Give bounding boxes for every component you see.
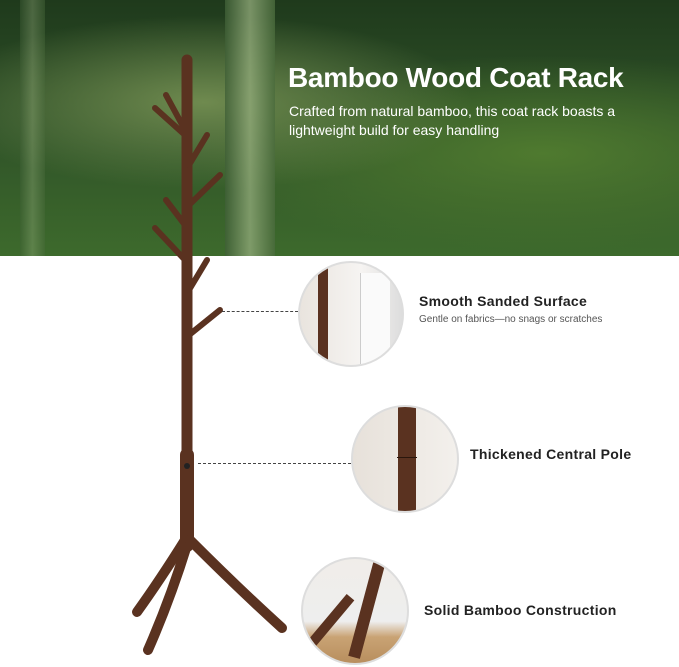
callout-line xyxy=(198,463,351,464)
bamboo-stalk xyxy=(20,0,45,256)
bamboo-stalk xyxy=(225,0,275,256)
feature-title: Solid Bamboo Construction xyxy=(424,602,617,618)
product-subtitle: Crafted from natural bamboo, this coat r… xyxy=(289,103,616,138)
feature-title: Thickened Central Pole xyxy=(470,446,632,462)
callout-line xyxy=(222,311,298,312)
detail-circle-surface xyxy=(298,261,404,367)
detail-circle-base xyxy=(301,557,409,665)
product-title: Bamboo Wood Coat Rack xyxy=(288,62,624,93)
feature-title: Smooth Sanded Surface xyxy=(419,293,588,309)
bamboo-background-banner xyxy=(0,0,679,256)
feature-description: Gentle on fabrics—no snags or scratches xyxy=(419,314,603,325)
detail-circle-pole xyxy=(351,405,459,513)
